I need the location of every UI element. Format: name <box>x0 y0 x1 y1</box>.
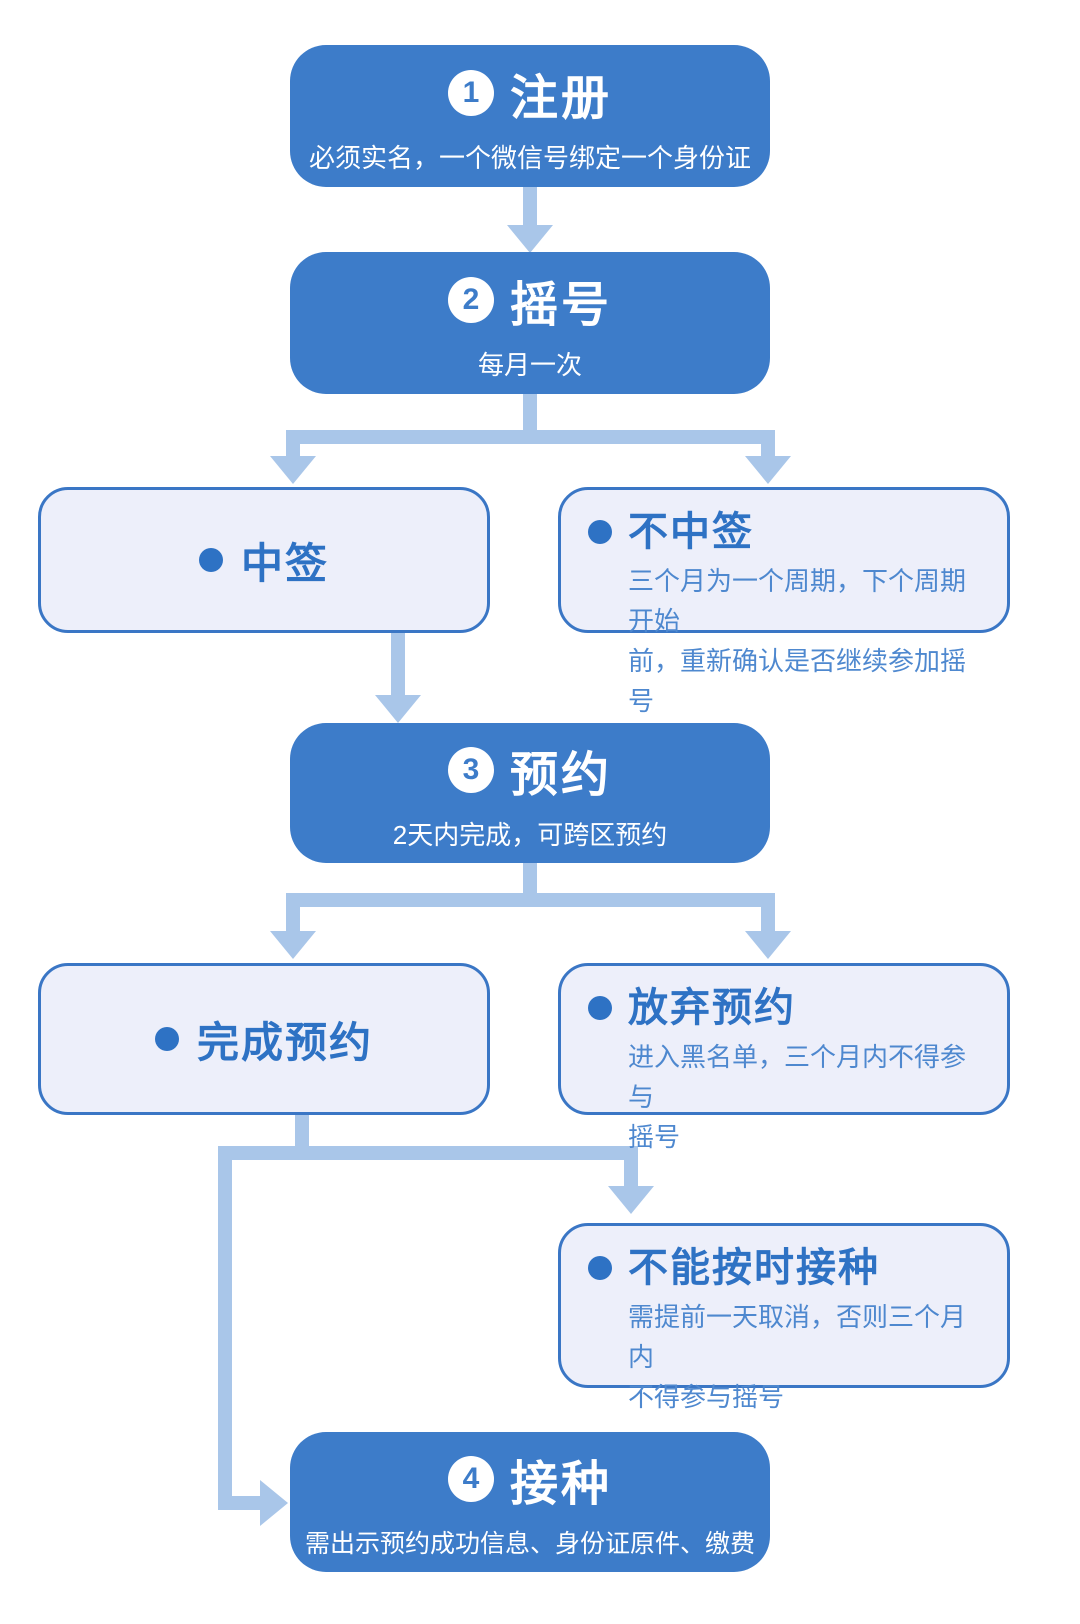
step-2-lottery-box: 2 摇号 每月一次 <box>290 252 770 394</box>
step-subtitle: 2天内完成，可跨区预约 <box>392 819 668 850</box>
step-title: 预约 <box>509 748 612 802</box>
outcome-body-line: 进入黑名单，三个月内不得参与 <box>628 1042 967 1112</box>
connector-lottery-branch-line <box>286 430 775 444</box>
step-subtitle: 每月一次 <box>477 349 582 380</box>
outcome-title-row: 不能按时接种 <box>588 1244 989 1292</box>
arrow-down-icon <box>270 931 316 959</box>
arrow-down-icon <box>507 225 553 253</box>
connector-book-complete-drop <box>286 907 300 931</box>
bullet-icon <box>588 996 612 1020</box>
bullet-icon <box>588 1256 612 1280</box>
connector-book-branch-line <box>286 893 775 907</box>
step-title-row: 1 注册 <box>447 58 612 128</box>
step-number-badge: 3 <box>447 746 494 793</box>
outcome-body-line: 不得参与摇号 <box>628 1382 785 1412</box>
outcome-title: 放弃预约 <box>628 986 796 1030</box>
outcome-title-row: 不中签 <box>588 508 989 556</box>
bullet-icon <box>588 520 612 544</box>
connector-win-book-line <box>391 633 405 695</box>
outcome-title: 完成预约 <box>196 1018 373 1066</box>
connector-complete-branch-line <box>218 1146 638 1160</box>
outcome-body: 三个月为一个周期，下个周期开始 前，重新确认是否继续参加摇号 <box>628 561 989 721</box>
step-title-row: 2 摇号 <box>447 265 612 335</box>
connector-lottery-lose-drop <box>761 444 775 456</box>
step-number-badge: 2 <box>447 276 494 323</box>
connector-lottery-win-drop <box>286 444 300 456</box>
bullet-icon <box>198 548 223 572</box>
outcome-title: 不能按时接种 <box>628 1246 880 1290</box>
connector-vaccinate-elbow <box>232 1496 260 1510</box>
step-3-book-box: 3 预约 2天内完成，可跨区预约 <box>290 723 770 863</box>
outcome-win-box: 中签 <box>38 487 490 633</box>
outcome-body-line: 前，重新确认是否继续参加摇号 <box>628 646 967 716</box>
outcome-complete-box: 完成预约 <box>38 963 490 1115</box>
step-number-badge: 1 <box>447 69 494 116</box>
outcome-miss-box: 不能按时接种 需提前一天取消，否则三个月内 不得参与摇号 <box>558 1223 1010 1412</box>
outcome-body-line: 三个月为一个周期，下个周期开始 <box>628 566 967 636</box>
outcome-lose-box: 不中签 三个月为一个周期，下个周期开始 前，重新确认是否继续参加摇号 <box>558 487 1010 716</box>
connector-complete-vaccinate-line <box>218 1160 232 1510</box>
arrow-down-icon <box>608 1186 654 1214</box>
step-title-row: 3 预约 <box>447 735 612 805</box>
connector-complete-miss-drop <box>624 1160 638 1186</box>
arrow-down-icon <box>375 695 421 723</box>
outcome-body-line: 需提前一天取消，否则三个月内 <box>628 1302 967 1372</box>
arrow-right-icon <box>260 1480 288 1526</box>
step-4-vaccinate-box: 4 接种 需出示预约成功信息、身份证原件、缴费 <box>290 1432 770 1572</box>
connector-complete-stub <box>295 1115 309 1146</box>
outcome-title: 不中签 <box>628 510 754 554</box>
connector-book-stub <box>523 863 537 893</box>
step-subtitle: 必须实名，一个微信号绑定一个身份证 <box>308 142 751 173</box>
step-title: 注册 <box>509 71 612 125</box>
outcome-abandon-box: 放弃预约 进入黑名单，三个月内不得参与 摇号 <box>558 963 1010 1152</box>
connector-book-abandon-drop <box>761 907 775 931</box>
outcome-body: 进入黑名单，三个月内不得参与 摇号 <box>628 1037 989 1157</box>
step-subtitle: 需出示预约成功信息、身份证原件、缴费 <box>304 1530 755 1558</box>
arrow-down-icon <box>745 456 791 484</box>
step-title: 摇号 <box>509 278 612 332</box>
outcome-title: 中签 <box>240 539 329 587</box>
step-number-badge: 4 <box>447 1456 494 1502</box>
connector-register-lottery-line <box>523 187 537 225</box>
arrow-down-icon <box>745 931 791 959</box>
step-1-register-box: 1 注册 必须实名，一个微信号绑定一个身份证 <box>290 45 770 187</box>
outcome-body-line: 摇号 <box>628 1122 681 1152</box>
bullet-icon <box>154 1027 179 1051</box>
arrow-down-icon <box>270 456 316 484</box>
step-title: 接种 <box>509 1458 612 1511</box>
outcome-body: 需提前一天取消，否则三个月内 不得参与摇号 <box>628 1297 989 1417</box>
connector-lottery-stub <box>523 394 537 430</box>
outcome-title-row: 放弃预约 <box>588 984 989 1032</box>
step-title-row: 4 接种 <box>447 1444 612 1514</box>
